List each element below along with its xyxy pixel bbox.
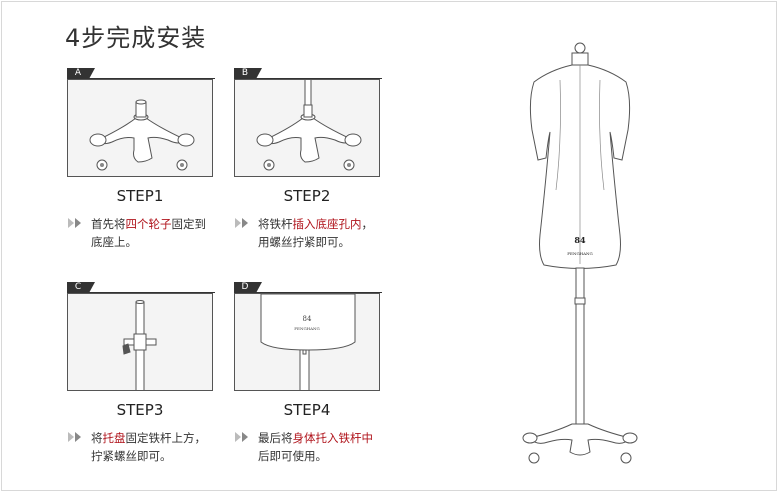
step-title: STEP2	[283, 187, 331, 205]
desc-text: 将铁杆	[258, 217, 293, 231]
tag-underline	[89, 78, 215, 79]
step-illustration-tray	[67, 293, 213, 391]
double-chevron-right-icon	[235, 218, 248, 228]
step-title: STEP3	[116, 401, 164, 419]
step-title: STEP1	[116, 187, 164, 205]
step-tag: C	[67, 282, 95, 293]
double-chevron-right-icon	[68, 432, 81, 442]
pole-with-tray-icon	[122, 300, 157, 390]
step-tag: B	[234, 68, 262, 79]
tag-underline	[256, 292, 382, 293]
desc-text: 最后将	[258, 431, 293, 445]
step-illustration-pole	[234, 79, 380, 177]
tag-underline	[89, 292, 215, 293]
desc-text: 固定到底座上。	[91, 217, 206, 249]
desc-highlight: 身体托入铁杆中	[292, 431, 374, 445]
desc-text: 固定铁杆上方，拧紧螺丝即可。	[91, 431, 206, 463]
base-with-wheels-icon	[89, 99, 195, 171]
size-label: 84	[574, 235, 586, 245]
brand-label: FENGHANG	[294, 326, 319, 331]
step-illustration-body: 84 FENGHANG	[234, 293, 380, 391]
desc-text: 后即可使用。	[258, 449, 327, 463]
step-tag: D	[234, 282, 262, 293]
mannequin-illustration: 84 FENGHANG	[522, 42, 638, 464]
desc-highlight: 四个轮子	[125, 217, 172, 231]
desc-highlight: 托盘	[102, 431, 126, 445]
double-chevron-right-icon	[68, 218, 81, 228]
step-title: STEP4	[283, 401, 331, 419]
base-with-pole-icon	[256, 80, 362, 171]
mannequin-cap	[574, 42, 586, 54]
page-title: 4步完成安装	[65, 24, 207, 52]
content-frame	[1, 1, 777, 491]
size-label: 84	[303, 315, 312, 323]
desc-text: 将	[91, 431, 103, 445]
tag-underline	[256, 78, 382, 79]
body-on-pole-icon: 84 FENGHANG	[260, 294, 356, 390]
brand-label: FENGHANG	[567, 251, 592, 256]
step-illustration-wheels	[67, 79, 213, 177]
desc-text: ，用螺丝拧紧即可。	[258, 217, 373, 249]
desc-text: 首先将	[91, 217, 126, 231]
mannequin-neck	[571, 52, 589, 66]
double-chevron-right-icon	[235, 432, 248, 442]
desc-highlight: 插入底座孔内	[292, 217, 362, 231]
step-tag: A	[67, 68, 95, 79]
